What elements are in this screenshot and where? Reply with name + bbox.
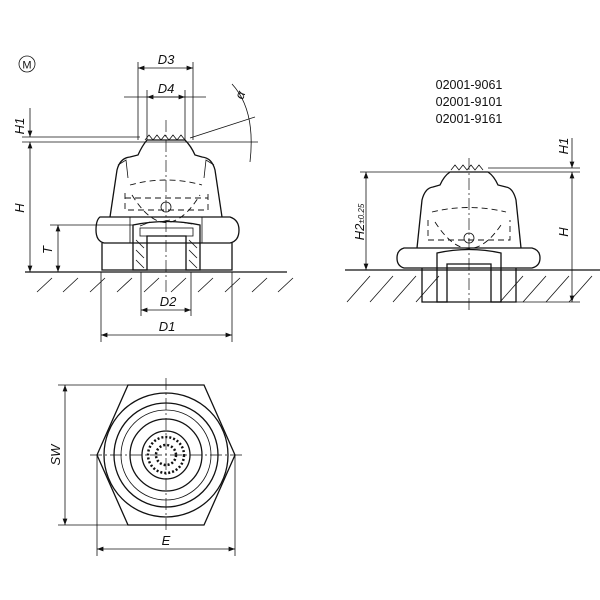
dim-t-label: T <box>40 245 55 254</box>
dim-d3-label: D3 <box>158 52 175 67</box>
dim-d2-label: D2 <box>160 294 177 309</box>
dim-h-label: H <box>12 203 27 213</box>
dim-h2-label: H2 <box>352 223 367 240</box>
material-symbol: M <box>18 55 36 73</box>
svg-text:H2±0.25: H2±0.25 <box>352 203 367 240</box>
ground-hatch <box>36 277 294 293</box>
dim-d4-label: D4 <box>158 81 175 96</box>
dim-h1-side-label: H1 <box>556 138 571 155</box>
dim-e-label: E <box>162 533 171 548</box>
dim-d1-label: D1 <box>159 319 176 334</box>
part-number: 02001-9101 <box>436 95 503 109</box>
part-number: 02001-9061 <box>436 78 503 92</box>
side-view: 02001-9061 02001-9101 02001-9161 H2±0.25… <box>345 78 600 310</box>
top-view: SW E <box>48 378 242 556</box>
front-view: D3 D4 α H1 H T D2 D1 <box>12 52 294 342</box>
dim-sw-label: SW <box>48 443 63 466</box>
dim-h1-label: H1 <box>12 118 27 135</box>
dim-h-side-label: H <box>556 227 571 237</box>
part-number: 02001-9161 <box>436 112 503 126</box>
symbol-m-label: M <box>22 60 31 72</box>
dim-h2-tolerance: ±0.25 <box>357 203 366 224</box>
angle-alpha-label: α <box>232 88 249 101</box>
